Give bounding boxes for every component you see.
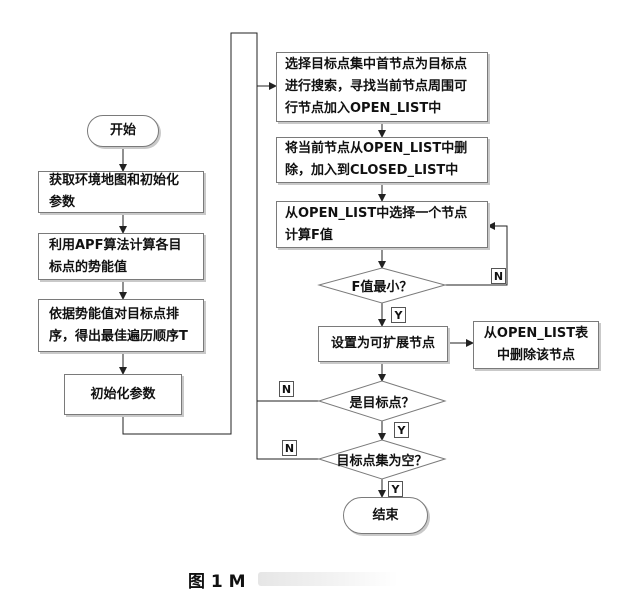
select-target-box: 选择目标点集中首节点为目标点 进行搜索，寻找当前节点周围可 行节点加入OPEN_… xyxy=(276,52,488,122)
figure-caption: 图 1 M xyxy=(188,572,246,592)
set-empty-decision: 目标点集为空？ xyxy=(336,454,428,469)
f-min-decision: F值最小？ xyxy=(351,280,413,295)
set-empty-no-label: N xyxy=(282,440,297,456)
choose-node-box: 从OPEN_LIST中选择一个节点 计算F值 xyxy=(276,201,488,248)
start-terminal: 开始 xyxy=(87,115,159,147)
f-min-no-label: N xyxy=(491,268,506,284)
is-target-no-label: N xyxy=(279,381,294,397)
move-closed-box: 将当前节点从OPEN_LIST中删 除，加入到CLOSED_LIST中 xyxy=(276,137,488,183)
apf-box: 利用APF算法计算各目 标点的势能值 xyxy=(38,233,204,280)
decision-f-min-shape xyxy=(317,267,447,304)
end-terminal: 结束 xyxy=(343,497,428,534)
edge-fmin-no xyxy=(445,222,508,286)
init-box: 初始化参数 xyxy=(64,374,182,415)
expand-box: 设置为可扩展节点 xyxy=(318,326,448,362)
get-map-box: 获取环境地图和初始化 参数 xyxy=(38,171,204,213)
remove-box: 从OPEN_LIST表 中删除该节点 xyxy=(473,321,599,369)
caption-blur xyxy=(258,572,398,586)
decision-is-target-shape xyxy=(317,380,447,422)
is-target-decision: 是目标点？ xyxy=(349,395,415,411)
set-empty-yes-label: Y xyxy=(388,481,403,497)
is-target-yes-label: Y xyxy=(394,422,409,438)
edge-setempty-no xyxy=(256,86,319,460)
decision-set-empty-shape xyxy=(317,439,447,480)
sort-box: 依据势能值对目标点排 序，得出最佳遍历顺序T xyxy=(38,299,204,352)
f-min-yes-label: Y xyxy=(391,307,406,323)
